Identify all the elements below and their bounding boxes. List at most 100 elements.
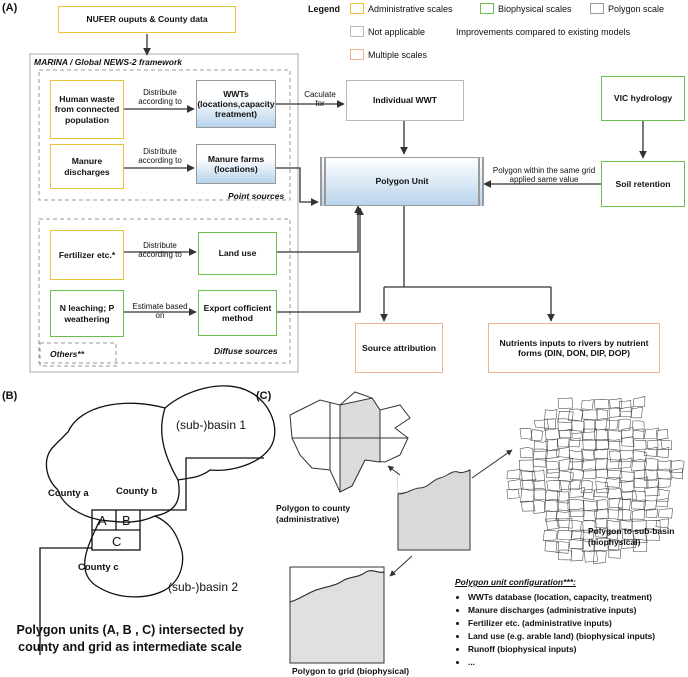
basin-boundary-2: [39, 547, 92, 655]
mesh-cell: [618, 400, 632, 412]
arrow-export-polygon: [277, 207, 364, 313]
mesh-cell: [520, 488, 535, 503]
arrow-to-subbasin: [471, 449, 513, 479]
mesh-cell: [507, 478, 524, 491]
mesh-cell: [544, 540, 559, 553]
point-sources-label: Point sources: [228, 191, 285, 201]
mesh-cell: [583, 419, 596, 433]
mesh-cell: [669, 460, 685, 473]
mesh-cell: [618, 457, 632, 469]
framework-title: MARINA / Global NEWS-2 framework: [34, 57, 182, 67]
subbasin-polygon-label: Polygon to sub-basin (biophysical): [588, 526, 675, 547]
mesh-cell: [583, 550, 598, 563]
county-c-label: County c: [78, 562, 119, 573]
mesh-cell: [556, 499, 569, 512]
mesh-cell: [632, 420, 645, 432]
mesh-cell: [570, 529, 585, 542]
mesh-cell: [608, 549, 621, 559]
basin-1-label: (sub-)basin 1: [176, 418, 247, 432]
mesh-cell: [557, 397, 574, 409]
mesh-cell: [606, 459, 622, 472]
config-title: Polygon unit configuration***:: [455, 577, 576, 587]
distribute-label-1: Distribute according to: [138, 88, 182, 107]
mesh-cell: [556, 446, 570, 458]
polygon-unit-box: Polygon Unit: [320, 157, 484, 206]
mesh-cell: [519, 479, 534, 490]
mesh-cell: [544, 418, 556, 431]
mesh-cell: [656, 446, 670, 459]
config-item: WWTs database (location, capacity, treat…: [468, 591, 655, 604]
county-a-b-outline: [45, 385, 276, 523]
county-divider: [161, 407, 179, 481]
mesh-cell: [555, 511, 572, 522]
mesh-cell: [544, 428, 560, 441]
config-item: Runoff (biophysical inputs): [468, 643, 655, 656]
mesh-cell: [643, 427, 659, 439]
mesh-cell: [544, 498, 560, 513]
mesh-cell: [546, 518, 560, 531]
arrow-landuse-polygon: [277, 205, 362, 253]
mesh-cell: [595, 480, 609, 494]
mesh-cell: [643, 458, 659, 471]
mesh-cell: [567, 437, 581, 448]
mesh-cell: [558, 480, 571, 491]
mesh-cell: [559, 428, 573, 439]
mesh-cell: [568, 449, 584, 463]
mesh-cell: [555, 540, 570, 554]
mesh-cell: [580, 399, 594, 412]
mesh-cell: [506, 468, 521, 480]
mesh-cell: [532, 457, 547, 468]
mesh-cell: [606, 487, 623, 499]
mesh-cell: [632, 395, 646, 408]
mesh-cell: [542, 530, 558, 541]
source-attribution-box: Source attribution: [355, 323, 443, 373]
unit-b-label: B: [122, 513, 131, 528]
mesh-cell: [646, 439, 663, 451]
mesh-cell: [545, 460, 560, 474]
mesh-cell: [620, 480, 635, 493]
panel-c-shapes: [289, 391, 471, 664]
mesh-cell: [532, 448, 549, 461]
county-shaded: [339, 397, 381, 493]
panel-c-label: (C): [256, 390, 272, 402]
mesh-cell: [581, 540, 595, 552]
legend-improvements: Improvements compared to existing models: [456, 27, 631, 37]
arrow-to-county: [387, 465, 401, 476]
mesh-cell: [632, 450, 647, 462]
mesh-cell: [567, 479, 581, 490]
mesh-cell: [546, 480, 563, 492]
basin-2-label: (sub-)basin 2: [168, 580, 239, 594]
legend-swatch-multiple: [350, 49, 364, 60]
mesh-cell: [583, 468, 597, 480]
mesh-cell: [544, 409, 558, 420]
mesh-cell: [618, 471, 635, 483]
polygon-grid-label: Polygon within the same grid applied sam…: [492, 166, 596, 185]
mesh-cell: [621, 538, 636, 549]
vic-hydrology-box: VIC hydrology: [601, 76, 685, 121]
mesh-cell: [596, 408, 609, 421]
legend-title: Legend: [308, 4, 341, 14]
county-a-label: County a: [48, 488, 89, 499]
mesh-cell: [644, 486, 660, 497]
point-sources-frame: [38, 69, 291, 201]
mesh-cell: [656, 429, 669, 441]
mesh-cell: [593, 507, 609, 520]
mesh-cell: [620, 519, 633, 530]
mesh-cell: [556, 437, 570, 448]
mesh-cell: [619, 406, 633, 418]
mesh-cell: [595, 417, 610, 431]
legend-swatch-not-applicable: [350, 26, 364, 37]
mesh-cell: [592, 550, 607, 565]
mesh-cell: [569, 486, 585, 498]
mesh-cell: [533, 479, 546, 491]
mesh-cell: [594, 448, 609, 460]
calculate-label: Caculate for: [304, 90, 336, 109]
legend-administrative: Administrative scales: [368, 4, 453, 14]
panel-a-label: (A): [2, 2, 18, 14]
mesh-cell: [519, 428, 533, 440]
mesh-cell: [632, 530, 648, 543]
mesh-cell: [558, 470, 574, 483]
panel-b-label: (B): [2, 390, 18, 402]
grid-edge: [289, 570, 385, 603]
